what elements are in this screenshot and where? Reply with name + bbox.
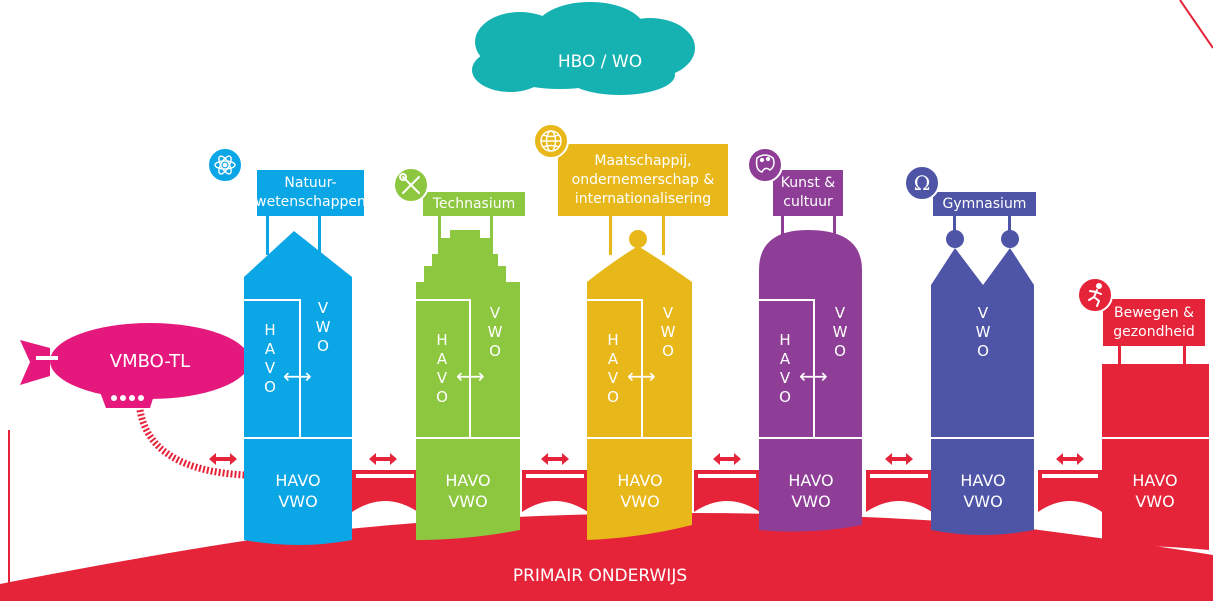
transfer-arrow-icon (209, 453, 237, 465)
base-label: HAVO VWO (960, 471, 1006, 511)
blimp-body (50, 323, 250, 399)
bridge-5 (1038, 470, 1102, 512)
switch-arrow-icon: ⟷ (799, 364, 828, 388)
globe-icon (540, 130, 562, 152)
building-gymnasium (904, 165, 1036, 535)
building-bewegen (1077, 277, 1209, 550)
transfer-arrow-icon (369, 453, 397, 465)
transfer-arrow-icon (1056, 453, 1084, 465)
cloud-shape (472, 2, 695, 95)
corner-line (1179, 0, 1213, 49)
transfer-arrow-icon (541, 453, 569, 465)
runner-icon (1088, 283, 1102, 307)
palette-icon (755, 154, 775, 173)
bridges (352, 470, 1102, 512)
blimp-gondola (100, 392, 155, 408)
building-kunst (747, 147, 862, 532)
base-label: HAVO VWO (617, 471, 663, 511)
base-label: HAVO VWO (445, 471, 491, 511)
transfer-arrow-icon (885, 453, 913, 465)
bridge-2 (522, 470, 588, 512)
base-label: HAVO VWO (1132, 471, 1178, 511)
switch-arrow-icon: ⟷ (456, 364, 485, 388)
blimp-tail (20, 340, 50, 385)
sign-kunst: Kunst & cultuur (780, 175, 836, 210)
sign-maatschappij: Maatschappij, ondernemerschap & internat… (571, 152, 715, 207)
building-maatschappij (533, 123, 728, 540)
transfer-arrow-icon (713, 453, 741, 465)
sign-bewegen: Bewegen & gezondheid (1113, 304, 1195, 340)
bridge-3 (694, 470, 760, 512)
sign-background (257, 170, 364, 216)
blimp (20, 323, 250, 479)
bridge-4 (866, 470, 932, 512)
top-label: HBO / WO (557, 52, 643, 72)
bottom-label: PRIMAIR ONDERWIJS (512, 566, 688, 586)
switch-arrow-icon: ⟷ (283, 364, 312, 388)
transfer-arrows (209, 453, 1084, 465)
base-label: HAVO VWO (275, 471, 321, 511)
building-natuurwetenschappen (207, 147, 364, 545)
omega-icon: Ω (914, 171, 931, 195)
bridge-1 (352, 470, 418, 512)
sign-natuurwetenschappen: Natuur- wetenschappen (255, 175, 366, 210)
blimp-label: VMBO-TL (109, 351, 191, 372)
base-label: HAVO VWO (788, 471, 834, 511)
sign-technasium: Technasium (432, 195, 516, 212)
bridge-windows (356, 474, 1098, 478)
blimp-rope (136, 409, 246, 479)
switch-arrow-icon: ⟷ (627, 364, 656, 388)
tools-icon (399, 173, 420, 194)
atom-icon (214, 155, 236, 175)
sign-gymnasium: Gymnasium (942, 195, 1027, 212)
